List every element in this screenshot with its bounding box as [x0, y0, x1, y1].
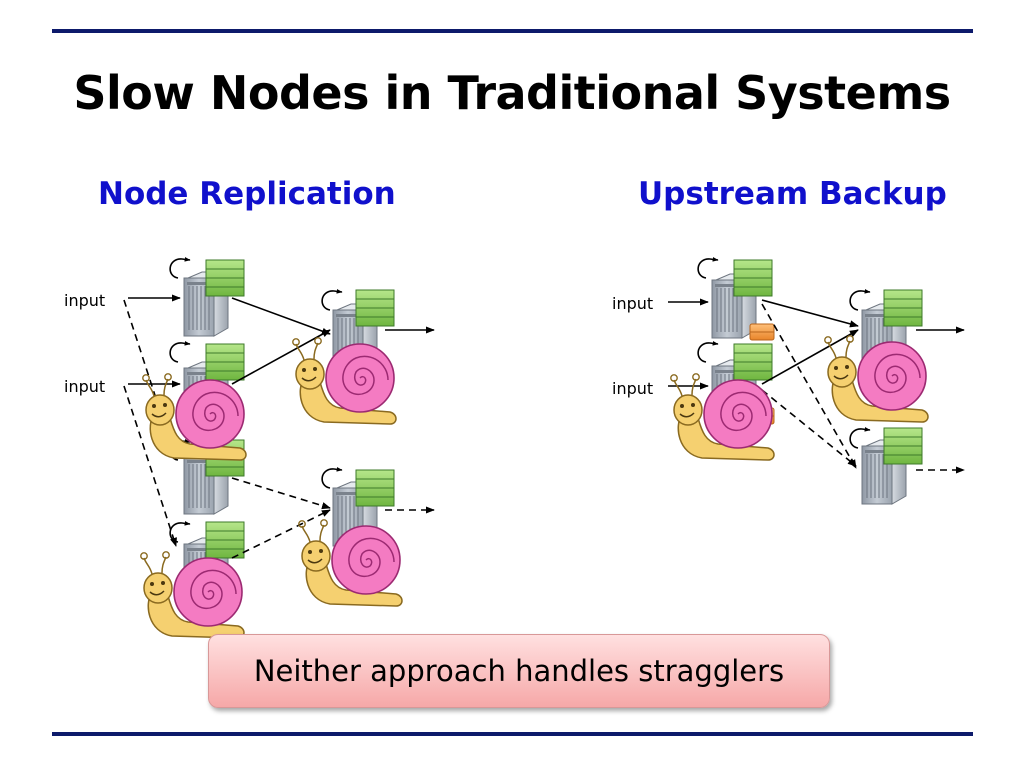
queue-icon [205, 343, 245, 381]
queue-icon [355, 289, 395, 327]
callout-text: Neither approach handles stragglers [253, 654, 785, 688]
snail-straggler-icon [291, 336, 397, 425]
self-loop-arrow-icon [698, 343, 718, 362]
node-replication-heading: Node Replication [98, 176, 396, 212]
upstream-backup-heading: Upstream Backup [638, 176, 947, 212]
replica-flow-arrow [231, 509, 331, 559]
data-flow-arrow [231, 297, 331, 335]
backup-flow-arrow [761, 389, 857, 467]
input-label: input [64, 377, 105, 396]
replica-input-arrow [123, 299, 177, 461]
backup-buffer-icon [749, 323, 775, 341]
replica-flow-arrow [231, 477, 331, 510]
self-loop-arrow-icon [170, 343, 190, 362]
backup-flow-arrow [761, 303, 857, 469]
callout-box: Neither approach handles stragglers [208, 634, 830, 708]
self-loop-arrow-icon [698, 259, 718, 278]
snail-straggler-icon [142, 372, 247, 461]
queue-icon [205, 259, 245, 297]
bottom-rule [52, 732, 973, 736]
replica-input-arrow [123, 385, 177, 547]
queue-icon [883, 289, 923, 327]
snail-straggler-icon [140, 550, 245, 639]
self-loop-arrow-icon [170, 259, 190, 278]
queue-icon [733, 259, 773, 297]
data-flow-arrow [761, 329, 859, 385]
queue-icon [205, 521, 245, 559]
self-loop-arrow-icon [322, 469, 342, 488]
queue-icon [883, 427, 923, 465]
slide-title: Slow Nodes in Traditional Systems [73, 66, 951, 120]
self-loop-arrow-icon [850, 291, 870, 310]
input-label: input [612, 379, 653, 398]
input-label: input [64, 291, 105, 310]
queue-icon [355, 469, 395, 507]
data-flow-arrow [761, 299, 859, 328]
snail-straggler-icon [823, 334, 929, 423]
input-label: input [612, 294, 653, 313]
snail-straggler-icon [297, 518, 403, 607]
data-flow-arrow [231, 329, 331, 385]
self-loop-arrow-icon [322, 291, 342, 310]
queue-icon [733, 343, 773, 381]
top-rule [52, 29, 973, 33]
